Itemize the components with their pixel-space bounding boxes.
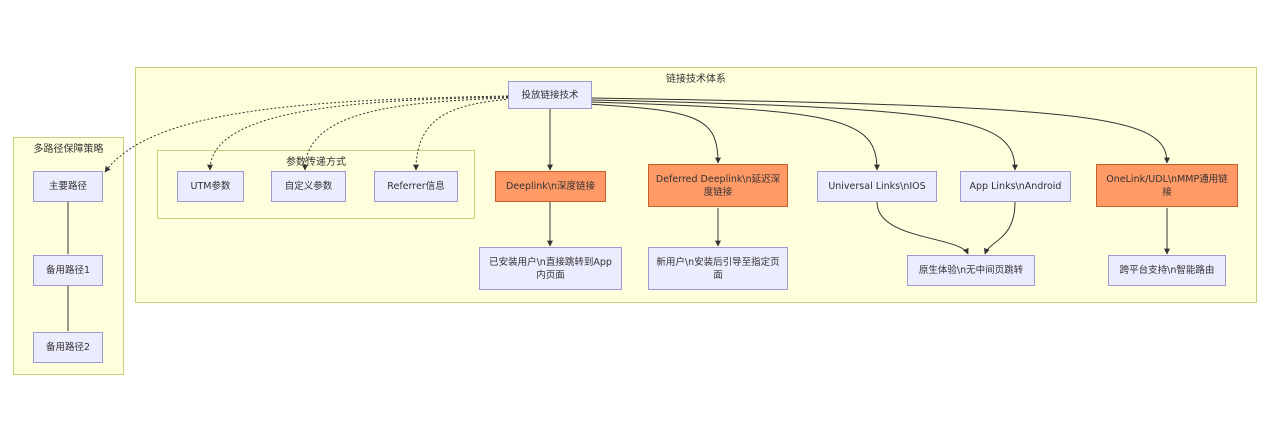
- node-installed-user: 已安装用户\n直接跳转到App内页面: [479, 247, 622, 290]
- node-universal-links: Universal Links\nIOS: [817, 171, 937, 202]
- cluster-title-param-passing: 参数传递方式: [286, 157, 346, 168]
- node-utm-param: UTM参数: [177, 171, 244, 202]
- node-custom-param: 自定义参数: [271, 171, 346, 202]
- node-app-links: App Links\nAndroid: [960, 171, 1071, 202]
- node-root-link-tech: 投放链接技术: [508, 81, 592, 109]
- node-backup-path-2: 备用路径2: [33, 332, 103, 363]
- node-native-experience: 原生体验\n无中间页跳转: [907, 255, 1035, 286]
- node-onelink-udl: OneLink/UDL\nMMP通用链接: [1096, 164, 1238, 207]
- node-backup-path-1: 备用路径1: [33, 255, 103, 286]
- node-new-user: 新用户\n安装后引导至指定页面: [648, 247, 788, 290]
- cluster-title-link-tech-system: 链接技术体系: [666, 74, 726, 85]
- node-cross-platform: 跨平台支持\n智能路由: [1108, 255, 1226, 286]
- node-primary-path: 主要路径: [33, 171, 103, 202]
- node-deeplink: Deeplink\n深度链接: [495, 171, 606, 202]
- node-referrer-info: Referrer信息: [374, 171, 458, 202]
- node-deferred-deeplink: Deferred Deeplink\n延迟深度链接: [648, 164, 788, 207]
- cluster-title-multipath: 多路径保障策略: [33, 144, 104, 155]
